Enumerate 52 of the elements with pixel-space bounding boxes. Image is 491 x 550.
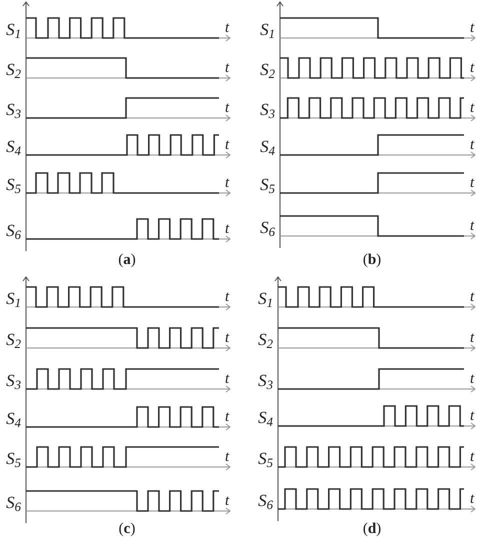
signal-label: S$_{6}$ [6, 222, 21, 239]
signal-label: S$_{4}$ [6, 410, 21, 427]
signal-label: S$_{5}$ [260, 176, 275, 193]
panel-caption: (d) [362, 522, 382, 537]
signal-label: S$_{5}$ [258, 450, 273, 467]
time-axis-label: t [225, 138, 230, 153]
time-axis-label: t [470, 176, 474, 191]
signal-label: S$_{2}$ [260, 61, 275, 78]
panel-caption: (a) [118, 253, 136, 268]
time-axis-label: t [225, 222, 230, 237]
time-axis-label: t [470, 138, 474, 153]
time-axis-label: t [225, 494, 230, 509]
time-axis-label: t [470, 219, 474, 234]
time-axis-label: t [470, 492, 474, 507]
signal-label: S$_{2}$ [6, 61, 21, 78]
time-axis-label: t [225, 101, 230, 116]
time-axis-label: t [225, 290, 230, 305]
time-axis-label: t [225, 176, 230, 191]
signal-label: S$_{1}$ [258, 290, 273, 307]
time-axis-label: t [225, 21, 230, 36]
signal-label: S$_{1}$ [260, 21, 275, 38]
time-axis-label: t [225, 410, 230, 425]
time-axis-label: t [470, 290, 474, 305]
signal-label: S$_{3}$ [258, 372, 273, 389]
time-axis-label: t [225, 61, 230, 76]
signal-label: S$_{4}$ [6, 138, 21, 155]
time-axis-label: t [470, 409, 474, 424]
signal-label: S$_{1}$ [6, 290, 21, 307]
time-axis-label: t [470, 21, 474, 36]
time-axis-label: t [225, 331, 230, 346]
signal-label: S$_{2}$ [6, 331, 21, 348]
time-axis-label: t [470, 61, 474, 76]
panel-caption: (c) [118, 522, 136, 537]
signal-label: S$_{6}$ [260, 219, 275, 236]
time-axis-label: t [470, 101, 474, 116]
signal-label: S$_{2}$ [258, 331, 273, 348]
signal-label: S$_{6}$ [258, 492, 273, 509]
signal-label: S$_{4}$ [260, 138, 275, 155]
time-axis-label: t [470, 372, 474, 387]
signal-label: S$_{3}$ [6, 372, 21, 389]
signal-label: S$_{1}$ [6, 21, 21, 38]
time-axis-label: t [470, 331, 474, 346]
signal-label: S$_{5}$ [6, 176, 21, 193]
time-axis-label: t [470, 450, 474, 465]
signal-label: S$_{3}$ [6, 101, 21, 118]
signal-label: S$_{4}$ [258, 409, 273, 426]
panel-caption: (b) [362, 253, 382, 268]
time-axis-label: t [225, 372, 230, 387]
signal-label: S$_{5}$ [6, 450, 21, 467]
signal-label: S$_{3}$ [260, 101, 275, 118]
signal-label: S$_{6}$ [6, 494, 21, 511]
time-axis-label: t [225, 450, 230, 465]
